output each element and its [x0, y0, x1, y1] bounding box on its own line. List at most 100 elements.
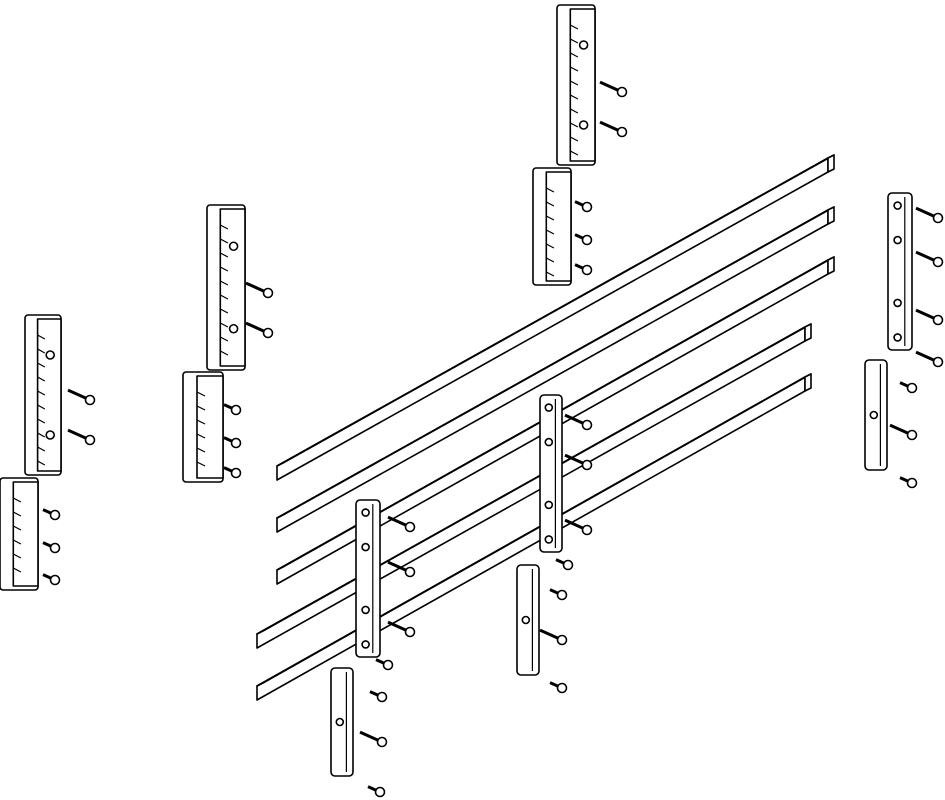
screw-head — [581, 459, 593, 471]
clamp-holders — [0, 4, 596, 591]
screw-head — [906, 477, 918, 489]
screw-head — [581, 524, 593, 536]
clamp-base-tooth — [13, 497, 22, 503]
clamp-holder-tooth — [570, 38, 579, 44]
screw-head — [230, 437, 242, 449]
screw — [574, 233, 593, 246]
support-strap-hole — [893, 235, 902, 245]
clamp-holder-tooth — [37, 418, 46, 424]
clamp-holder-tooth — [220, 308, 229, 314]
clamp-holder-tooth — [570, 52, 579, 58]
screw — [42, 573, 61, 586]
clamp-holder-tooth — [37, 404, 46, 410]
screw-head — [404, 626, 416, 638]
clamp-holder-hole — [578, 120, 589, 130]
clamp-holder-tooth — [220, 350, 229, 356]
screw-head — [562, 559, 574, 571]
screw-head — [382, 659, 394, 671]
support-strap-body — [539, 394, 563, 553]
clamp-holder-tooth — [220, 224, 229, 230]
support-strap — [539, 394, 563, 553]
clamp-holder-hole — [45, 430, 56, 440]
clamp-holder — [206, 204, 246, 371]
support-strap-hole — [544, 535, 554, 544]
clamp-holder-tooth — [570, 66, 579, 72]
support-strap-hole — [544, 403, 554, 412]
busbar — [276, 154, 835, 481]
screw-head — [616, 126, 628, 138]
clamp-holder-tooth — [570, 94, 579, 100]
screw — [359, 730, 388, 748]
clamp-base-side — [196, 375, 224, 479]
screw — [599, 80, 628, 98]
support-strap-hole — [361, 640, 370, 649]
screw-head — [932, 256, 944, 268]
screw-head — [556, 589, 568, 601]
screw — [564, 453, 593, 471]
screw — [574, 200, 593, 213]
clamp-holder-tooth — [220, 238, 229, 244]
clamp-holder-side — [569, 8, 596, 162]
screw-head — [404, 521, 416, 533]
busbar — [256, 323, 812, 649]
clamp-holder-tooth — [37, 334, 46, 340]
clamp-holder-tooth — [570, 122, 579, 128]
support-strap-hole — [544, 500, 554, 510]
support-strap-hole — [893, 201, 902, 210]
clamp-holder-tooth — [37, 460, 46, 466]
screw — [387, 515, 416, 533]
clamp-base-tooth — [546, 201, 555, 207]
clamp-holder-tooth — [37, 390, 46, 396]
screw — [539, 628, 568, 646]
clamp-holder-tooth — [220, 280, 229, 286]
clamp-base-tooth — [546, 257, 555, 263]
clamp-holder-tooth — [220, 294, 229, 300]
clamp-base-tooth — [13, 567, 22, 573]
screw — [574, 263, 593, 276]
strap-connector-hole — [521, 615, 531, 625]
screw-head — [932, 314, 944, 326]
support-strap-body — [887, 192, 913, 351]
clamp-holder — [556, 4, 596, 166]
screw-head — [616, 86, 628, 98]
screw-head — [374, 786, 386, 798]
screw — [915, 206, 944, 224]
support-strap — [887, 192, 913, 351]
support-strap-hole — [893, 333, 902, 342]
screw — [889, 423, 918, 441]
screw — [599, 120, 628, 138]
busbar-end — [827, 206, 835, 225]
clamp-base-side — [12, 481, 39, 587]
busbar-end — [804, 323, 812, 342]
screw — [555, 558, 574, 571]
clamp-base-tooth — [196, 461, 206, 467]
screw — [367, 785, 386, 798]
screw-head — [49, 574, 61, 586]
screw — [915, 250, 944, 268]
clamp-holder-tooth — [37, 432, 46, 438]
screw — [564, 518, 593, 536]
clamp-holder-hole — [228, 323, 239, 334]
screw-head — [84, 434, 96, 446]
screw-head — [932, 212, 944, 224]
screw — [245, 321, 274, 339]
support-strap-hole — [361, 542, 370, 552]
clamp-holder-hole — [578, 40, 589, 50]
clamp-holder-hole — [45, 350, 56, 360]
clamp-base — [532, 167, 572, 286]
clamp-holder-side — [219, 208, 246, 367]
clamp-base-tooth — [196, 447, 206, 453]
screw — [42, 508, 61, 521]
busbar-end — [827, 256, 835, 275]
screw — [564, 413, 593, 431]
support-strap-hole — [361, 605, 370, 615]
screw-head — [262, 287, 274, 299]
screw-head — [906, 429, 918, 441]
screw-head — [49, 509, 61, 521]
clamp-holder-tooth — [570, 136, 579, 142]
support-strap-hole — [361, 508, 370, 517]
screw — [223, 403, 242, 416]
screw — [375, 658, 394, 671]
strap-connector — [330, 667, 354, 777]
